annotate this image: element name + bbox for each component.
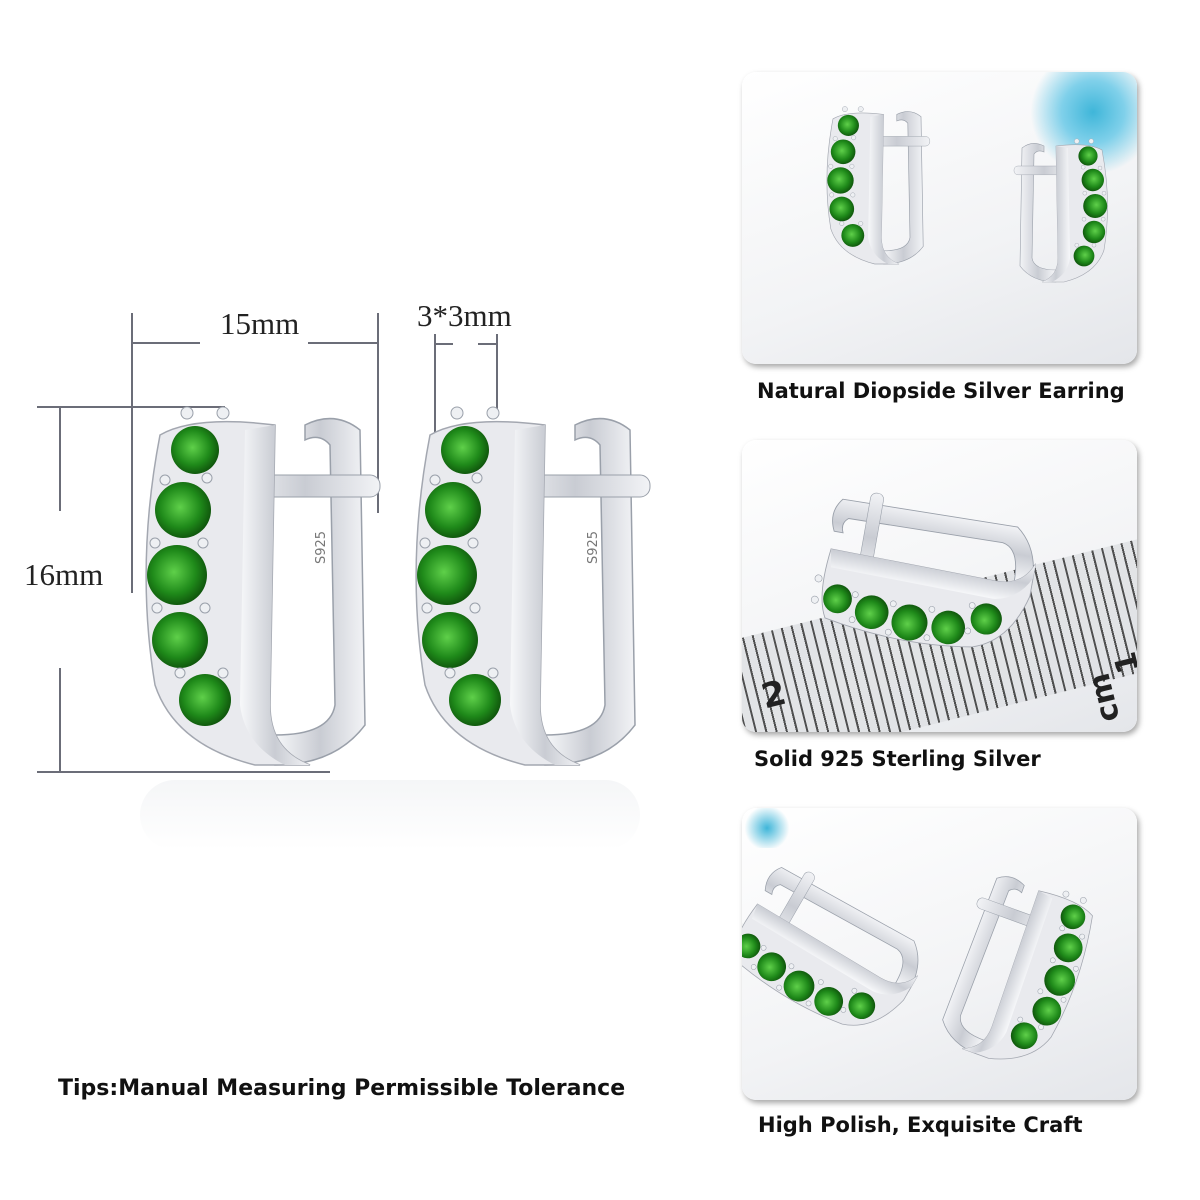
width-dimension-tick-right	[377, 313, 379, 513]
earring-reflection	[140, 780, 640, 850]
tips-text: Tips:Manual Measuring Permissible Tolera…	[58, 1076, 626, 1101]
stone-dimension-tick-left	[434, 334, 436, 504]
ruler-label-cm: cm	[1081, 669, 1128, 726]
height-dimension-top	[37, 406, 225, 408]
stamp-left: S925	[314, 530, 330, 565]
height-dimension-line-top	[59, 407, 61, 511]
photo-diopside-earring	[742, 72, 1137, 364]
stone-dimension-line-left	[435, 343, 453, 345]
photo-high-polish	[742, 808, 1137, 1100]
photo-sterling-silver-ruler: 2 cm 1	[742, 440, 1137, 732]
stone-dimension-label: 3*3mm	[417, 298, 512, 333]
flower-decoration	[742, 808, 792, 848]
width-dimension-line-left	[132, 342, 200, 344]
height-dimension-line-bottom	[59, 668, 61, 772]
width-dimension-line-right	[308, 342, 378, 344]
earring-left	[135, 405, 385, 775]
width-dimension-tick-left	[131, 313, 133, 593]
height-dimension-label: 16mm	[24, 557, 104, 592]
stamp-right: S925	[586, 530, 602, 565]
stone-dimension-line-right	[478, 343, 497, 345]
caption-high-polish: High Polish, Exquisite Craft	[758, 1113, 1083, 1137]
caption-sterling-silver: Solid 925 Sterling Silver	[754, 747, 1041, 771]
width-dimension-label: 15mm	[220, 306, 300, 341]
earring-right	[405, 405, 655, 775]
height-dimension-bottom	[37, 771, 330, 773]
stone-dimension-tick-right	[496, 334, 498, 414]
caption-natural-diopside: Natural Diopside Silver Earring	[757, 379, 1125, 403]
